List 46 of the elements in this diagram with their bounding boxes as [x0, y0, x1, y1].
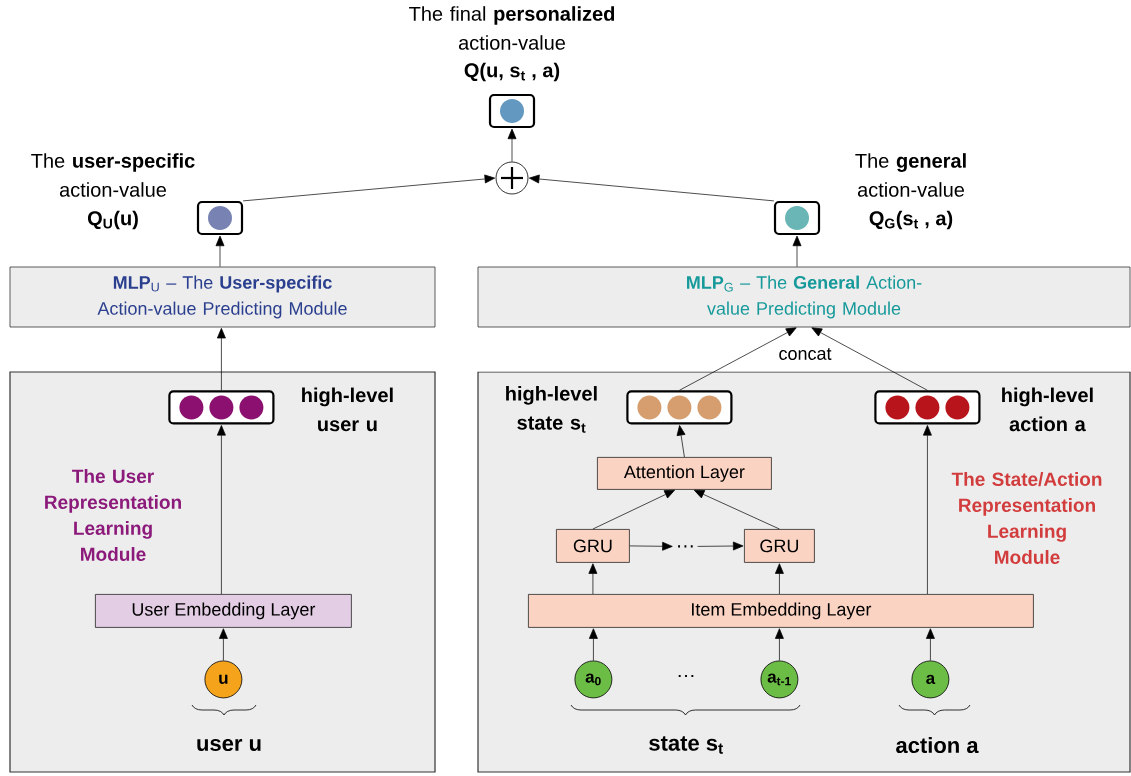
arrow	[217, 425, 226, 595]
module-label: The State/Action Representation Learning Module	[951, 472, 1102, 564]
value-label: The user-specific action-value	[31, 153, 195, 197]
value-label: Q$_{U}$(u)	[87, 210, 138, 230]
arrow	[693, 489, 780, 530]
arrow	[629, 541, 673, 551]
module-label: The User Representation Learning Module	[45, 469, 181, 561]
value-label: high-level action a	[1002, 387, 1093, 432]
ellipsis: …	[678, 674, 694, 678]
arrow	[589, 628, 598, 661]
arrow	[697, 541, 744, 551]
arrow	[588, 563, 598, 595]
arrow	[592, 489, 675, 530]
arrow	[529, 174, 775, 202]
layer-box: GRU	[556, 529, 630, 563]
value-label: Q$_{G}$(s$_{t}$ , a)	[869, 210, 953, 230]
arrow	[507, 128, 517, 162]
arrow	[811, 327, 928, 391]
arrow	[215, 235, 225, 267]
arrow	[926, 628, 935, 661]
value-label: high-level state s$_{t}$	[506, 386, 597, 433]
arrow	[242, 174, 496, 202]
value-label: The final personalized action-value	[409, 6, 615, 50]
layer-box: User Embedding Layer	[95, 594, 352, 628]
sum-symbol	[495, 161, 529, 195]
value-label: high-level user u	[302, 387, 393, 432]
arrow	[923, 425, 932, 595]
concat-label: concat	[777, 347, 833, 361]
module-box: MLP$_{G}$ – The General Action-value Predicting Module	[477, 266, 1131, 328]
layer-box: Attention Layer	[597, 457, 772, 490]
arrow	[676, 425, 686, 458]
layer-box: Item Embedding Layer	[528, 594, 1034, 628]
arrow	[792, 235, 802, 267]
arrow	[775, 563, 784, 595]
arrow	[217, 327, 226, 391]
layer-box: GRU	[744, 529, 815, 563]
brace-label: action a	[896, 736, 979, 754]
arrow	[219, 628, 228, 661]
value-label: The general action-value	[855, 153, 966, 197]
brace-label: user u	[197, 738, 261, 752]
brace-label: state s$_{t}$	[649, 736, 723, 754]
module-box: MLP$_{U}$ – The User-specific Action-value Predicting Module	[9, 266, 436, 328]
value-label: Q(u, s$_{t}$ , a)	[464, 62, 560, 82]
arrow	[679, 327, 797, 391]
ellipsis: …	[678, 545, 693, 548]
arrow	[775, 628, 784, 661]
